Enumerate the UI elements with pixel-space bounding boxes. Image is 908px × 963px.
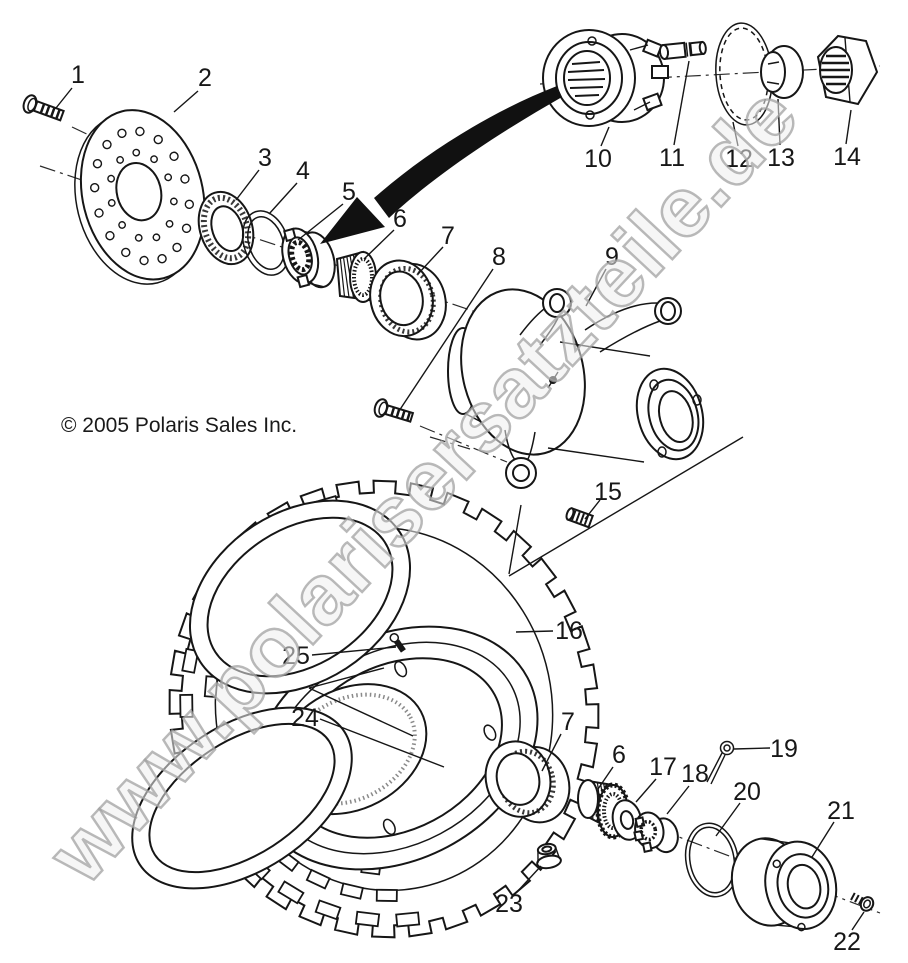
callout-22: 22	[833, 928, 861, 956]
callout-7: 7	[441, 222, 455, 250]
copyright-text: © 2005 Polaris Sales Inc.	[61, 414, 297, 437]
bearing-housing	[281, 227, 336, 289]
tire-rear-bead	[131, 706, 353, 890]
spindle-nut	[816, 34, 879, 106]
flanged-nut	[536, 842, 562, 870]
stud	[565, 507, 595, 529]
cotter-pin	[706, 740, 735, 785]
callout-7b: 7	[561, 708, 575, 736]
hub-cap	[730, 837, 838, 932]
callout-19: 19	[770, 735, 798, 763]
callout-8: 8	[492, 243, 506, 271]
callout-1: 1	[71, 61, 85, 89]
disc-bolt	[22, 94, 65, 122]
cap-bolt	[850, 892, 875, 912]
callout-17: 17	[649, 753, 677, 781]
hub-bolt	[373, 398, 415, 423]
tire-front-bead	[188, 499, 412, 695]
brake-disc	[74, 109, 206, 285]
callout-14: 14	[833, 143, 861, 171]
callout-6: 6	[393, 205, 407, 233]
callout-9: 9	[605, 243, 619, 271]
callout-4: 4	[296, 157, 310, 185]
callout-2: 2	[198, 64, 212, 92]
callout-25: 25	[282, 642, 310, 670]
callout-24: 24	[291, 704, 319, 732]
drive-flange-hub	[542, 29, 669, 127]
callout-10: 10	[584, 145, 612, 173]
leader-lines	[55, 60, 865, 931]
callout-15: 15	[594, 478, 622, 506]
valve-stem	[389, 633, 406, 653]
callout-21: 21	[827, 797, 855, 825]
callout-3: 3	[258, 144, 272, 172]
hub-carrier	[447, 288, 705, 489]
callout-5: 5	[342, 178, 356, 206]
cup-washer	[760, 45, 804, 99]
castle-nut	[633, 811, 679, 854]
assembly-pointer-lines	[308, 436, 744, 737]
pointer-arrow	[320, 86, 562, 244]
bearing-cup-upper	[369, 259, 447, 341]
bearing-cup-lower	[484, 740, 571, 824]
callout-12: 12	[725, 145, 753, 173]
callout-11: 11	[659, 144, 685, 172]
pivot-pin	[658, 40, 707, 61]
callout-6b: 6	[612, 741, 626, 769]
callout-20: 20	[733, 778, 761, 806]
callout-23: 23	[495, 890, 523, 918]
callout-13: 13	[767, 144, 795, 172]
callout-16: 16	[555, 617, 583, 645]
callout-18: 18	[681, 760, 709, 788]
callout-labels: 1 2 3 4 5 6 7 8 9 10 11 12 13 14 15 16 2…	[71, 61, 861, 956]
